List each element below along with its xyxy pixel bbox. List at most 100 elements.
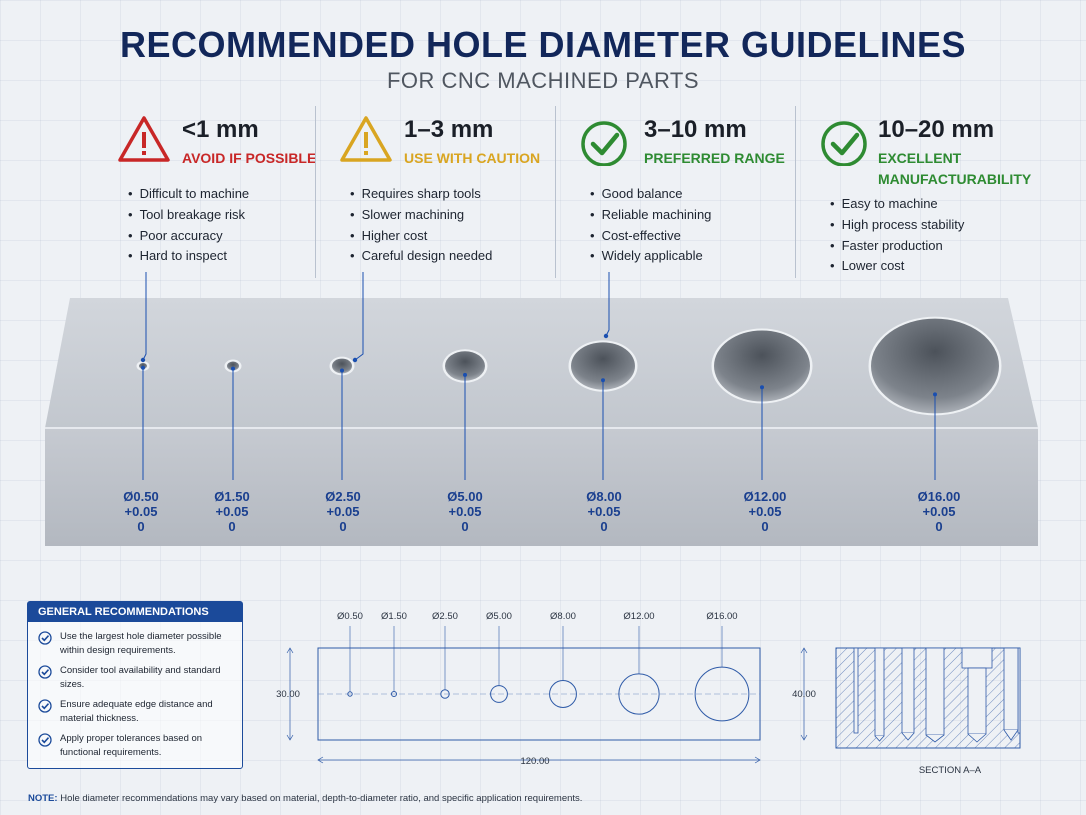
drawing-hole-label: Ø12.00 [623, 611, 654, 622]
category-bullets: Easy to machine High process stability F… [830, 194, 965, 277]
drawing-holes [347, 626, 750, 722]
hole-diameter: Ø16.00 [917, 489, 961, 504]
hole-diameter: Ø12.00 [743, 489, 787, 504]
category-leader-line [605, 272, 610, 337]
list-item: Widely applicable [590, 246, 711, 267]
category-bullets: Good balance Reliable machining Cost-eff… [590, 184, 712, 267]
check-circle-icon [581, 121, 627, 166]
list-item: Ensure adequate edge distance and materi… [38, 698, 234, 725]
hole [571, 342, 635, 390]
hole [871, 318, 999, 414]
list-item: Careful design needed [350, 246, 493, 267]
list-item: Consider tool availability and standard … [38, 664, 234, 691]
category-range: <1 mm [182, 116, 259, 143]
recommendation-text: Consider tool availability and standard … [60, 665, 221, 690]
hole-diameter: Ø0.50 [123, 489, 159, 504]
category-range: 10–20 mm [878, 116, 995, 143]
leader-dot [933, 392, 937, 397]
drawing-hole-label: Ø5.00 [486, 611, 512, 622]
leader-dot [352, 357, 358, 363]
category-under-1mm: <1 mm AVOID IF POSSIBLE Difficult to mac… [118, 108, 318, 280]
leader-dot [141, 365, 145, 370]
category-status: USE WITH CAUTION [404, 150, 541, 166]
hole [332, 358, 352, 374]
leader-dot [140, 357, 146, 363]
list-item: Faster production [830, 236, 964, 257]
hole-tol-lower: 0 [137, 519, 145, 534]
list-item: Lower cost [830, 256, 964, 277]
list-item: Apply proper tolerances based on functio… [38, 732, 234, 759]
hole-tol-lower: 0 [339, 519, 347, 534]
category-status: EXCELLENT MANUFACTURABILITY [878, 150, 1032, 187]
drawing-hole-label: Ø1.50 [381, 611, 407, 622]
hole-tol-lower: 0 [600, 519, 608, 534]
general-recommendations-panel: GENERAL RECOMMENDATIONS Use the largest … [27, 601, 243, 769]
caution-triangle-icon [340, 116, 392, 162]
category-range: 1–3 mm [404, 116, 494, 143]
hole-tol-upper: +0.05 [124, 504, 158, 519]
footer-note: NOTE: Hole diameter recommendations may … [28, 793, 582, 804]
recommendation-text: Use the largest hole diameter possible w… [60, 631, 222, 656]
hole-tol-upper: +0.05 [587, 504, 621, 519]
recommendations-heading: GENERAL RECOMMENDATIONS [28, 602, 242, 622]
hole-callout-4: Ø8.00 +0.05 0 [569, 489, 639, 534]
height-dimension-left: 30.00 [276, 689, 300, 700]
metal-block-illustration [45, 272, 1038, 546]
list-item: Poor accuracy [128, 226, 249, 247]
list-item: Higher cost [350, 226, 492, 247]
hole [445, 351, 485, 381]
recommendations-list: Use the largest hole diameter possible w… [28, 622, 242, 759]
block-front-face [45, 428, 1038, 546]
list-item: Slower machining [350, 205, 492, 226]
drawing-hole-label: Ø2.50 [432, 611, 458, 622]
hole-callout-2: Ø2.50 +0.05 0 [308, 489, 378, 534]
hole-tol-upper: +0.05 [922, 504, 956, 519]
recommendation-text: Ensure adequate edge distance and materi… [60, 699, 213, 724]
drawing-hole-label: Ø16.00 [706, 611, 737, 622]
hole [714, 330, 810, 402]
check-circle-icon [38, 733, 52, 747]
list-item: Easy to machine [830, 194, 964, 215]
leader-dot [601, 378, 605, 383]
section-holes [853, 647, 1021, 743]
section-label: SECTION A–A [918, 765, 982, 776]
hole-tol-lower: 0 [935, 519, 943, 534]
category-bullets: Requires sharp tools Slower machining Hi… [350, 184, 493, 267]
list-item: Difficult to machine [128, 184, 250, 205]
list-item: Hard to inspect [128, 246, 249, 267]
hole-tol-upper: +0.05 [215, 504, 249, 519]
hole-diameter: Ø5.00 [447, 489, 483, 504]
category-10-20mm: 10–20 mm EXCELLENT MANUFACTURABILITY Eas… [820, 108, 1040, 280]
leader-dot [340, 368, 344, 373]
hole-callout-3: Ø5.00 +0.05 0 [430, 489, 500, 534]
category-range: 3–10 mm [644, 116, 747, 143]
hole-tol-upper: +0.05 [748, 504, 782, 519]
list-item: Requires sharp tools [350, 184, 492, 205]
leader-dot [463, 372, 467, 377]
category-leader-line [142, 272, 147, 361]
drawing-hole-label: Ø0.50 [337, 611, 363, 622]
check-circle-icon [38, 699, 52, 713]
page-title: RECOMMENDED HOLE DIAMETER GUIDELINES [119, 24, 967, 65]
list-item: Cost-effective [590, 226, 711, 247]
leader-lines [140, 272, 937, 480]
list-item: Reliable machining [590, 205, 712, 226]
leader-dot [760, 385, 764, 390]
check-circle-icon [38, 665, 52, 679]
hole-tol-lower: 0 [761, 519, 769, 534]
column-divider [795, 106, 796, 278]
column-divider [315, 106, 316, 278]
hole-tol-upper: +0.05 [326, 504, 360, 519]
hole-diameter: Ø1.50 [214, 489, 250, 504]
list-item: Tool breakage risk [128, 205, 249, 226]
category-status: PREFERRED RANGE [644, 150, 785, 166]
page-subtitle: FOR CNC MACHINED PARTS [386, 68, 700, 93]
list-item: Good balance [590, 184, 711, 205]
leader-dot [231, 366, 235, 371]
hole-callout-6: Ø16.00 +0.05 0 [904, 489, 974, 534]
length-dimension: 120.00 [520, 756, 549, 767]
note-text: Hole diameter recommendations may vary b… [60, 793, 583, 804]
recommendation-text: Apply proper tolerances based on functio… [60, 733, 203, 758]
